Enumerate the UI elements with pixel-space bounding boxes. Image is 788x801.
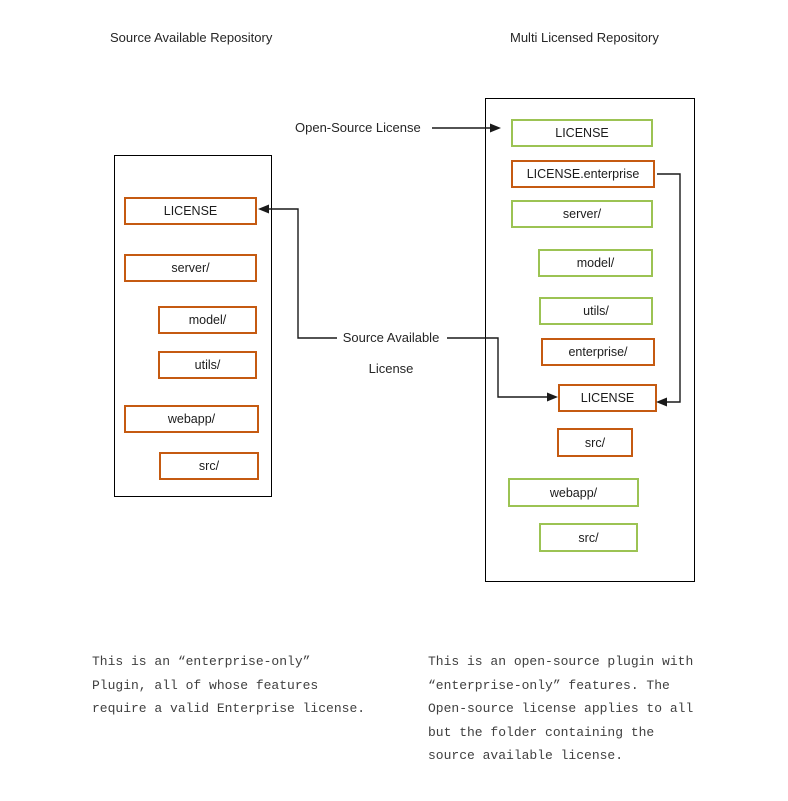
source-available-label-line2: License bbox=[366, 361, 416, 376]
left-caption-line: This is an “enterprise-only” bbox=[92, 654, 311, 669]
right-caption-line: “enterprise-only” features. The bbox=[428, 677, 670, 693]
source-available-left-line bbox=[268, 208, 337, 339]
source-available-label-line1: Source Available bbox=[340, 330, 442, 345]
left-repo-item-webapp: webapp/ bbox=[124, 405, 259, 433]
open-source-license-label: Open-Source License bbox=[295, 120, 421, 135]
right-repo-item-webapp-src: src/ bbox=[539, 523, 638, 552]
right-repo-item-enterprise-license: LICENSE bbox=[558, 384, 657, 412]
right-caption-line: This is an open-source plugin with bbox=[428, 654, 694, 669]
left-repo-item-server: server/ bbox=[124, 254, 257, 282]
right-repo-item-enterprise-src: src/ bbox=[557, 428, 633, 457]
left-caption: This is an “enterprise-only” Plugin, all… bbox=[92, 650, 365, 721]
left-repo-item-model: model/ bbox=[158, 306, 257, 334]
left-repo-title: Source Available Repository bbox=[110, 30, 273, 45]
left-caption-line: Plugin, all of whose features bbox=[92, 677, 319, 693]
left-repo-item-license: LICENSE bbox=[124, 197, 257, 225]
right-repo-item-model: model/ bbox=[538, 249, 653, 277]
right-caption-line: Open-source license applies to all bbox=[428, 701, 694, 716]
right-repo-item-enterprise: enterprise/ bbox=[541, 338, 655, 366]
right-repo-title: Multi Licensed Repository bbox=[510, 30, 659, 45]
right-repo-item-webapp: webapp/ bbox=[508, 478, 639, 507]
left-caption-line: require a valid Enterprise license. bbox=[92, 701, 366, 716]
right-caption-line: but the folder containing the bbox=[428, 724, 655, 740]
right-repo-item-license: LICENSE bbox=[511, 119, 653, 147]
left-repo-item-src: src/ bbox=[159, 452, 259, 480]
right-repo-item-utils: utils/ bbox=[539, 297, 653, 325]
source-available-license-label: Source Available License bbox=[330, 330, 452, 376]
right-caption: This is an open-source plugin with “ente… bbox=[428, 650, 693, 768]
left-repo-item-utils: utils/ bbox=[158, 351, 257, 379]
right-caption-line: source available license. bbox=[428, 748, 624, 763]
right-repo-item-license-enterprise: LICENSE.enterprise bbox=[511, 160, 655, 188]
right-repo-item-server: server/ bbox=[511, 200, 653, 228]
